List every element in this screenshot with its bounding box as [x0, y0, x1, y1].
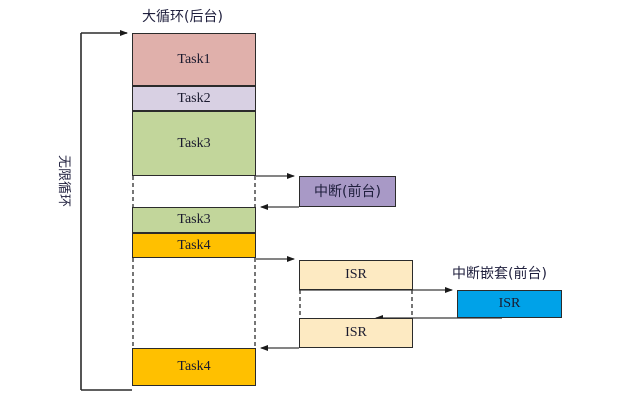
isr-block-first[interactable]: ISR — [299, 260, 413, 290]
task-block-task1[interactable]: Task1 — [132, 33, 256, 86]
task-block-task3-resumed[interactable]: Task3 — [132, 207, 256, 233]
title-nested-interrupt: 中断嵌套(前台) — [452, 266, 547, 282]
title-main-loop: 大循环(后台) — [142, 9, 223, 25]
task-block-task2[interactable]: Task2 — [132, 86, 256, 111]
task-block-task4-first[interactable]: Task4 — [132, 233, 256, 258]
task-block-task4-resumed[interactable]: Task4 — [132, 348, 256, 386]
nested-isr-block[interactable]: ISR — [457, 290, 562, 318]
task-block-task3-first[interactable]: Task3 — [132, 111, 256, 176]
isr-block-resumed[interactable]: ISR — [299, 318, 413, 348]
infinite-loop-label: 无限循环 — [56, 155, 71, 208]
interrupt-block[interactable]: 中断(前台) — [299, 176, 396, 207]
infinite-loop-path — [80, 30, 132, 391]
